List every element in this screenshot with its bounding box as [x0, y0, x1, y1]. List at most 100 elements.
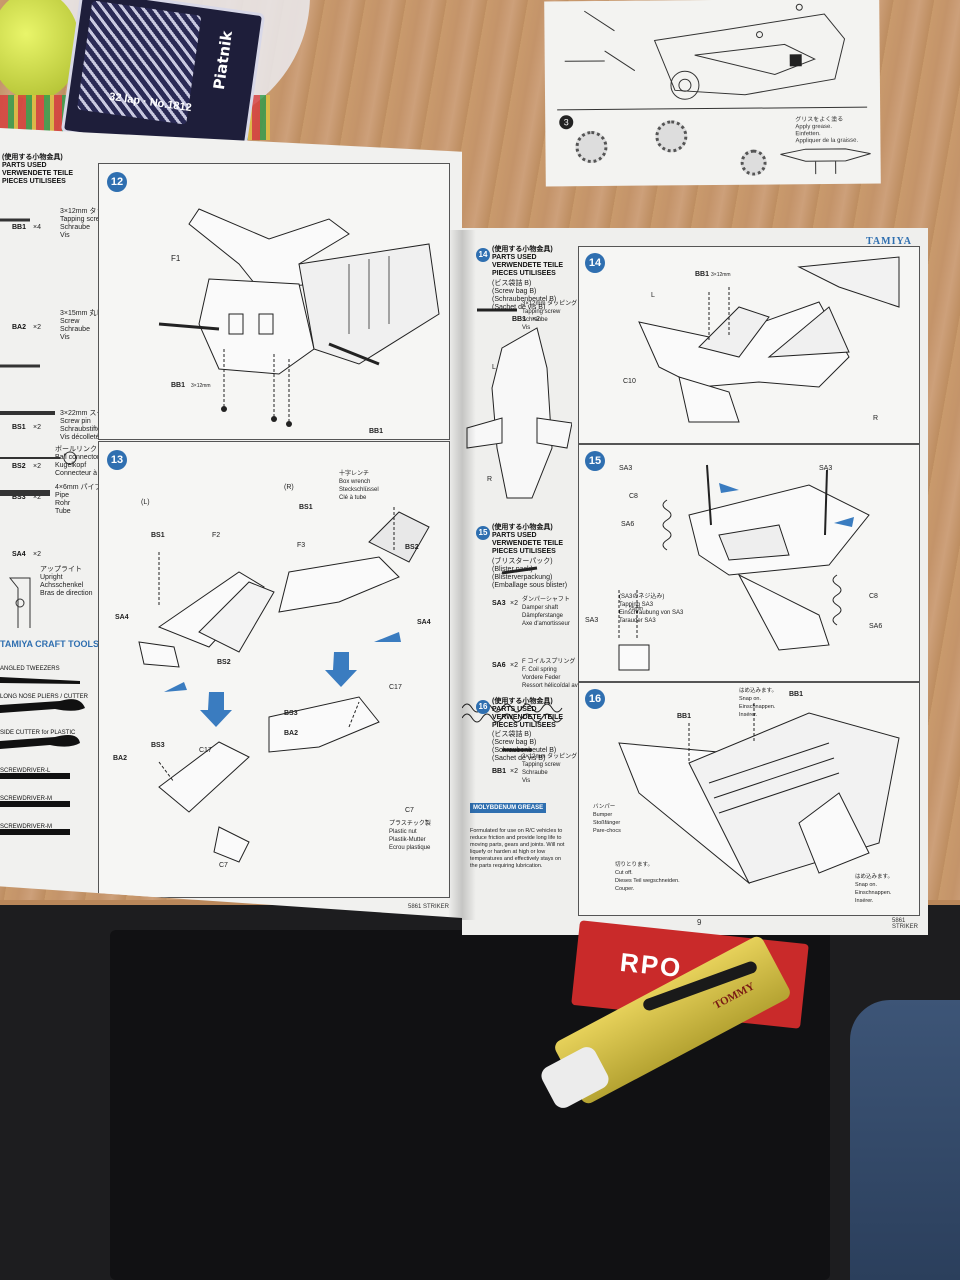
part-label: BB1: [369, 428, 384, 435]
part-desc: 4×6mm パイプ Pipe Rohr Tube: [55, 484, 102, 515]
part-name: BS2: [12, 463, 26, 470]
part-desc: 3×12mm タッピングビス Tapping screw Schraube Vi…: [522, 301, 590, 331]
step-13-diagram: [138, 507, 430, 863]
gear-icon: [740, 149, 767, 176]
part-label: C10: [623, 378, 636, 385]
gear-icon: [655, 120, 688, 153]
part-label: BA2: [284, 730, 299, 737]
part-name: SA4: [12, 551, 26, 558]
tool-label: SCREWDRIVER-M: [0, 824, 52, 830]
screw-bag: (ビス袋詰 B) (Screw bag B) (Schraubenbeutel …: [492, 731, 557, 762]
part-name: SA3: [492, 600, 506, 607]
part-label: C17: [389, 684, 402, 691]
side-label: (R): [284, 484, 294, 491]
part-label: BS2: [405, 544, 419, 551]
page-footer: 5861 STRIKER: [892, 918, 919, 930]
side-label: L: [651, 292, 655, 299]
plastic-nut-note: プラスチック製 Plastic nut Plastik-Mutter Ecrou…: [389, 821, 431, 851]
step-number: 16: [476, 700, 490, 714]
part-name: BB1: [492, 768, 507, 775]
step-12-diagram: [158, 208, 440, 427]
tool-drawings: [0, 677, 85, 835]
parts-header-16: (使用する小物金具) PARTS USED VERWENDETE TEILE P…: [492, 698, 564, 729]
step-15-diagram: [618, 464, 870, 671]
card-brand: Piatnik: [209, 29, 237, 91]
tapping-note: (SA3のネジ込み) Tapping SA3 Einschraubung von…: [619, 594, 684, 624]
snap-note: はめ込みます。 Snap on. Einschnappen. Insérer.: [739, 688, 777, 718]
booklet-right-page: 14 (使用する小物金具) PARTS USED VERWENDETE TEIL…: [462, 228, 928, 935]
part-qty: ×2: [510, 600, 518, 607]
step-number: 14: [585, 253, 605, 273]
part-qty: ×4: [33, 224, 41, 231]
step-12-panel: 12 F1 BB1 3×12mm BB1: [98, 163, 450, 440]
side-label: (L): [141, 499, 150, 506]
part-desc: アップライト Upright Achsschenkel Bras de dire…: [40, 566, 93, 597]
part-desc: F コイルスプリング F. Coil spring Vordere Feder …: [522, 659, 586, 689]
step-number: 16: [585, 689, 605, 709]
part-label: C8: [629, 493, 638, 500]
car-body-drawing: [564, 3, 846, 100]
step-16-panel: 16 BB1 BB1 はめ込みます。 Snap on. Einschnappen…: [578, 682, 920, 916]
jeans-leg: [850, 1000, 960, 1280]
blister-pack: (ブリスターパック) (Blister pack) (Blisterverpac…: [492, 558, 568, 589]
part-label: C17: [199, 747, 212, 754]
part-qty: ×2: [33, 424, 41, 431]
part-label: C8: [869, 593, 878, 600]
step-number: 15: [585, 451, 605, 471]
bumper-label: バンパー Bumper Stoßfänger Pare-chocs: [593, 804, 621, 834]
part-name: BB1: [12, 224, 27, 231]
part-qty: ×2: [510, 768, 518, 775]
part-label: BB1: [677, 713, 692, 720]
part-label: SA4: [417, 619, 431, 626]
dimension-label: 25mm: [629, 606, 643, 612]
grease-text: Formulated for use on R/C vehicles to re…: [470, 828, 565, 869]
part-label: F2: [212, 532, 221, 539]
step-14-panel: 14 BB1 3×12mm L C10 R: [578, 246, 920, 444]
part-label: BA2: [113, 755, 128, 762]
part-drawing: [780, 148, 871, 175]
step-15-panel: 15 SA3 SA3 C8 SA6 C8 SA6 SA3 (SA3のネジ込み) …: [578, 444, 920, 682]
step-number: 14: [476, 248, 490, 262]
part-qty: ×2: [33, 463, 41, 470]
side-label: L: [492, 364, 496, 371]
part-label: F1: [171, 254, 181, 263]
page-number: 9: [697, 918, 702, 927]
grease-title: MOLYBDENUM GREASE: [470, 803, 547, 813]
part-label: SA6: [621, 521, 635, 528]
part-label: BB1: [789, 691, 804, 698]
part-qty: ×2: [532, 316, 540, 323]
part-qty: ×2: [33, 551, 41, 558]
gear-icon: [575, 130, 608, 164]
tool-label: LONG NOSE PLIERS / CUTTER: [0, 694, 89, 700]
screw-bag: (ビス袋詰 B) (Screw bag B) (Schraubenbeutel …: [492, 280, 557, 311]
instruction-sheet-2: 3 グリスをよく塗る Apply grease. Einfetten. Appl…: [544, 0, 881, 187]
tool-label: SIDE CUTTER for PLASTIC: [0, 730, 76, 736]
tool-label: SCREWDRIVER-L: [0, 768, 51, 774]
part-label: SA3: [819, 465, 833, 472]
small-parts-drawings: [0, 218, 77, 628]
part-label: BB1: [171, 382, 186, 389]
part-label: BS1: [151, 532, 165, 539]
step-number: 12: [107, 172, 127, 192]
step-16-diagram: [618, 703, 900, 885]
step-14-diagram: [638, 256, 900, 423]
parts-header-14: (使用する小物金具) PARTS USED VERWENDETE TEILE P…: [492, 246, 564, 277]
craft-tools-title: TAMIYA CRAFT TOOLS: [0, 639, 99, 649]
booklet-gutter: [448, 230, 476, 920]
part-name: BA2: [12, 324, 27, 331]
part-label: BB1: [695, 271, 710, 278]
tamiya-logo: TAMIYA: [866, 236, 913, 247]
tool-label: SCREWDRIVER-M: [0, 796, 52, 802]
snap-note: はめ込みます。 Snap on. Einschnappen. Insérer.: [855, 874, 893, 904]
part-label: BS2: [217, 659, 231, 666]
part-label: C7: [405, 807, 414, 814]
part-label: BS1: [299, 504, 313, 511]
part-name: BB1: [512, 316, 527, 323]
part-label: SA4: [115, 614, 129, 621]
screw-size: 3×12mm: [191, 383, 211, 389]
booklet-left-page: (使用する小物金具) PARTS USED VERWENDETE TEILE P…: [0, 128, 462, 918]
parts-drawings: [462, 308, 572, 752]
parts-header-12: (使用する小物金具) PARTS USED VERWENDETE TEILE P…: [2, 154, 74, 185]
part-qty: ×2: [33, 494, 41, 501]
step-13-panel: 13 (L) (R) BS1 BS1 F2 F3 BS2 SA4 SA4 BS2…: [98, 441, 450, 898]
